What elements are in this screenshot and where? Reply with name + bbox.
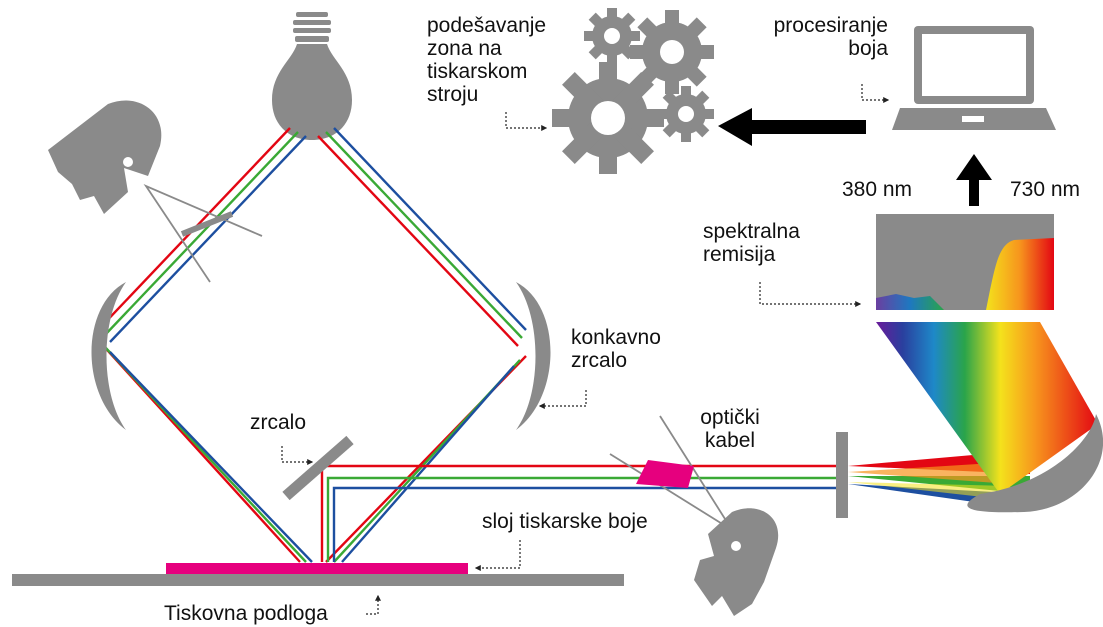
laptop-icon: [892, 26, 1056, 130]
leader-zone-adjust: [505, 112, 548, 131]
leader-ink-layer: [474, 540, 521, 571]
flat-mirror: [282, 435, 354, 501]
leader-color-processing: [861, 84, 890, 103]
label-spectral-remission: spektralna remisija: [703, 220, 800, 266]
label-color-processing: procesiranje boja: [773, 14, 888, 60]
observer-head-icon-top: [48, 100, 263, 283]
label-380nm: 380 nm: [842, 178, 913, 201]
left-concave-mirror: [91, 282, 126, 430]
diffraction-grating: [967, 414, 1103, 513]
label-zone-adjust: podešavanje zona na tiskarskom stroju: [427, 14, 547, 106]
label-730nm: 730 nm: [1010, 178, 1081, 201]
leader-substrate: [366, 594, 381, 615]
spectrum-fan: [876, 322, 1098, 494]
label-optical-cable: optički kabel: [700, 406, 760, 452]
spectral-remission-chart: [876, 214, 1054, 310]
gears-icon: [552, 8, 714, 174]
ink-layer-bar: [166, 563, 468, 574]
rays-right-reflected: [325, 355, 527, 563]
label-mirror: zrcalo: [250, 411, 307, 434]
optical-cable-plate: [836, 432, 848, 518]
label-concave-mirror: konkavno zrcalo: [571, 326, 661, 372]
observer-head-icon-bottom: [609, 415, 779, 616]
label-ink-layer: sloj tiskarske boje: [482, 510, 648, 533]
leader-spectral: [759, 282, 862, 307]
up-arrow-icon: [956, 154, 992, 206]
light-bulb-icon: [272, 12, 352, 140]
rays-right-incident: [317, 127, 527, 347]
substrate-bar: [12, 574, 624, 586]
leader-mirror: [281, 446, 314, 465]
label-substrate: Tiskovna podloga: [164, 602, 328, 625]
right-concave-mirror: [516, 282, 551, 430]
leader-concave: [538, 390, 587, 409]
rays-left-reflected: [97, 339, 313, 563]
left-arrow-icon: [718, 108, 866, 146]
